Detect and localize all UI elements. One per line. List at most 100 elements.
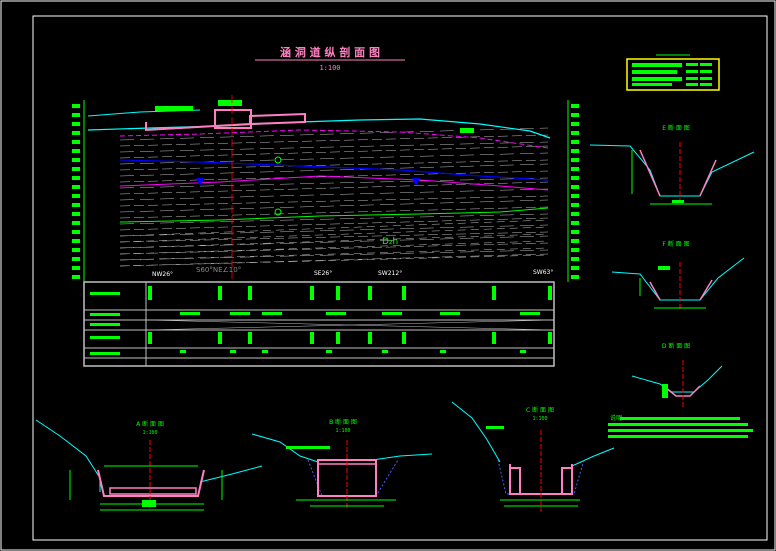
ruler-tick xyxy=(72,149,80,153)
strata-hatch-line xyxy=(119,141,549,153)
table-value xyxy=(262,350,268,353)
ruler-tick xyxy=(571,176,579,180)
ruler-tick xyxy=(571,212,579,216)
bearing-label-5: SW63° xyxy=(533,269,553,276)
main-title: 涵 洞 道 纵 剖 面 图 xyxy=(280,45,380,59)
strata-hatch-line xyxy=(119,177,549,189)
layer-boundary-2 xyxy=(119,207,549,223)
table-value xyxy=(520,350,526,353)
stratum-marker-icon xyxy=(274,208,282,216)
table-mark xyxy=(218,332,222,344)
water-level-icon xyxy=(412,178,420,186)
section-a-title: A 断 面 图 xyxy=(136,420,164,428)
annotation-tag xyxy=(460,128,474,133)
formation-label: D₂h xyxy=(382,237,398,247)
ruler-tick xyxy=(72,140,80,144)
table-mark xyxy=(148,332,152,344)
table-row-label xyxy=(90,323,120,326)
stratum-marker-icon xyxy=(274,156,282,164)
section-b: B 断 面 图 1:100 xyxy=(251,418,433,510)
ruler-tick xyxy=(72,167,80,171)
strata-hatch-line xyxy=(119,219,549,237)
strata-hatch-line xyxy=(119,249,549,261)
bearing-label-2: S60°NE∠10° xyxy=(196,266,241,274)
strata-hatch-line xyxy=(119,199,549,213)
table-value xyxy=(230,350,236,353)
ruler-tick xyxy=(571,230,579,234)
table-mark xyxy=(336,332,340,344)
table-row-label xyxy=(90,352,120,355)
ruler-tick xyxy=(72,131,80,135)
table-value xyxy=(262,312,282,315)
ruler-tick xyxy=(72,230,80,234)
right-elevation-ruler xyxy=(567,100,579,282)
strata-hatch-line xyxy=(119,224,549,237)
table-value xyxy=(382,312,402,315)
ruler-tick xyxy=(72,194,80,198)
table-mark xyxy=(548,332,552,344)
ruler-tick xyxy=(72,203,80,207)
strata-hatch-line xyxy=(119,195,549,207)
ruler-tick xyxy=(72,104,80,108)
ruler-tick xyxy=(571,131,579,135)
section-d-title: D 断 面 图 xyxy=(662,342,690,350)
ruler-tick xyxy=(72,266,80,270)
section-a: A 断 面 图 1:100 xyxy=(35,419,263,511)
table-mark xyxy=(248,332,252,344)
strata-hatch-line xyxy=(119,240,549,255)
table-mark xyxy=(310,286,314,300)
ruler-tick xyxy=(72,176,80,180)
ruler-tick xyxy=(571,239,579,243)
strata-hatch-line xyxy=(119,233,549,249)
ruler-tick xyxy=(571,248,579,252)
table-mark xyxy=(310,332,314,344)
table-value xyxy=(440,312,460,315)
section-e-title: E 断 面 图 xyxy=(662,124,690,132)
profile-data-table xyxy=(83,281,555,367)
table-mark xyxy=(368,332,372,344)
table-row-label xyxy=(90,292,120,295)
table-value xyxy=(440,350,446,353)
inner-frame xyxy=(32,15,768,541)
section-a-scale: 1:100 xyxy=(142,430,157,436)
table-value xyxy=(230,312,250,315)
table-mark xyxy=(402,332,406,344)
ruler-tick xyxy=(72,122,80,126)
notes-block: 说明 xyxy=(608,414,753,438)
ruler-tick xyxy=(571,158,579,162)
section-c-title: C 断 面 图 xyxy=(526,406,554,414)
section-e: E 断 面 图 xyxy=(589,124,755,205)
ruler-tick xyxy=(571,140,579,144)
strata-hatch-line xyxy=(119,254,549,267)
table-value xyxy=(180,350,186,353)
layer-boundary-1 xyxy=(119,175,549,191)
ruler-tick xyxy=(72,185,80,189)
strata-hatch-line xyxy=(119,253,549,267)
section-f-title: F 断 面 图 xyxy=(662,240,689,248)
strata-hatch-line xyxy=(119,145,549,159)
ruler-tick xyxy=(72,158,80,162)
groundwater-line xyxy=(119,159,549,181)
bearing-label-1: NW26° xyxy=(152,271,173,278)
strata-hatch-line xyxy=(119,188,549,201)
table-row-label xyxy=(90,336,120,339)
strata-hatch-line xyxy=(119,134,549,147)
ruler-tick xyxy=(72,275,80,279)
table-row-label xyxy=(90,313,120,316)
main-scale: 1:100 xyxy=(319,64,340,72)
ruler-tick xyxy=(571,122,579,126)
table-mark xyxy=(368,286,372,300)
section-f: F 断 面 图 xyxy=(611,240,745,310)
section-c: C 断 面 图 1:100 xyxy=(451,401,615,512)
strata-hatch-line xyxy=(119,247,549,261)
table-mark xyxy=(336,286,340,300)
strata-hatch-line xyxy=(119,127,549,141)
table-value xyxy=(326,312,346,315)
notes-heading: 说明 xyxy=(610,414,622,422)
ruler-tick xyxy=(571,185,579,189)
strata-hatch-line xyxy=(119,159,549,171)
ruler-tick xyxy=(571,203,579,207)
ruler-tick xyxy=(72,221,80,225)
